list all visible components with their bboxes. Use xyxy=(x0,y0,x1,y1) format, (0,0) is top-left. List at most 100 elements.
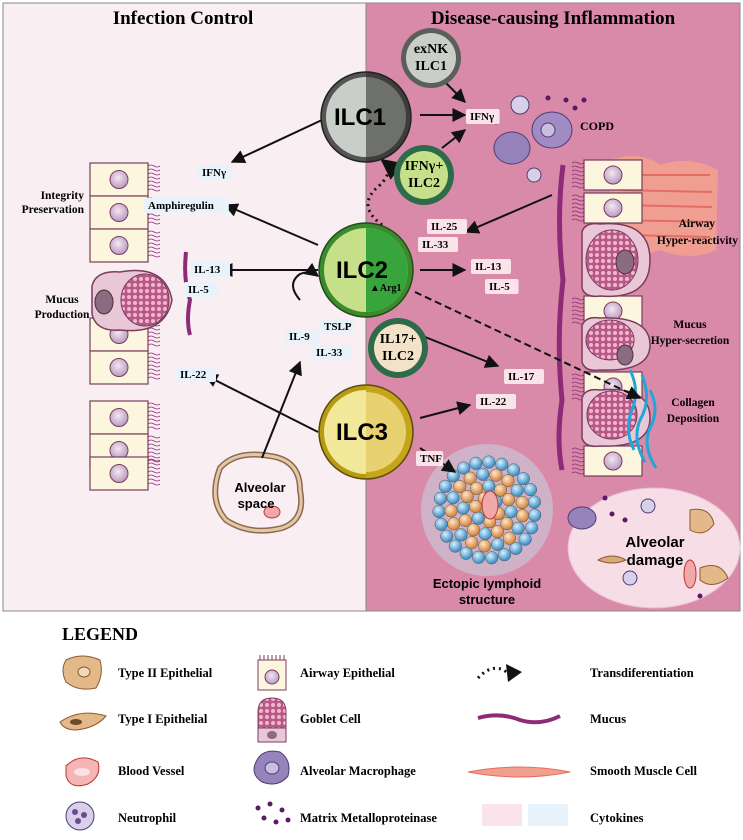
airway-epithelial-cell xyxy=(89,162,161,197)
cytokine-il25: IL-25 xyxy=(427,219,467,234)
arrow-ilc1-to-ifng xyxy=(230,119,323,164)
arrow-ilc2-autocrine xyxy=(292,262,320,301)
arg1-label: ▲Arg1 xyxy=(370,283,402,294)
airway-epithelial-cell xyxy=(571,445,643,477)
arrow-exnk-to-ifng xyxy=(444,81,466,103)
lymphocyte-icon xyxy=(494,483,508,497)
lymphocyte-icon xyxy=(444,504,458,518)
lymphocyte-icon xyxy=(463,471,477,485)
legend-label-transdifferentiation-arrow: Transdiferentiation xyxy=(590,666,694,680)
lymphocyte-icon xyxy=(485,551,499,565)
airway-epithelial-cell xyxy=(571,159,643,191)
legend-label-type-i-epithelial: Type I Epithelial xyxy=(118,712,208,726)
alveolar-damage-region xyxy=(567,487,741,609)
collagen-deposition-label-1: Collagen xyxy=(671,397,715,409)
lymphocyte-icon xyxy=(527,495,541,509)
integrity-label-2: Preservation xyxy=(22,204,85,216)
exnk-label-2: ILC1 xyxy=(415,59,447,74)
left-goblet-cell-icon xyxy=(91,269,173,332)
lymphocyte-icon xyxy=(523,483,537,497)
arrow-ilc2-transdifferentiation-to-ilc1 xyxy=(366,158,404,227)
alveolar-space-icon xyxy=(212,451,305,534)
airway-hyperreactivity-label-2: Hyper-reactivity xyxy=(657,235,738,247)
alveolar-space-label-2: space xyxy=(238,496,275,511)
arrow-ilc2-to-amphiregulin xyxy=(223,203,319,246)
il17-ilc2-label-2: ILC2 xyxy=(382,349,414,364)
lymphocyte-icon xyxy=(504,505,518,519)
lymphocyte-icon xyxy=(457,461,471,475)
alveolar-damage-label-2: damage xyxy=(627,552,684,569)
lymphocyte-icon xyxy=(478,527,492,541)
cytokine-right-ifng: IFNγ xyxy=(466,109,500,124)
alveolar-macrophage-icon xyxy=(253,750,290,785)
alveolar-damage-label-1: Alveolar xyxy=(625,534,684,551)
lymphocyte-icon xyxy=(495,457,509,471)
right-panel-title: Disease-causing Inflammation xyxy=(431,8,676,29)
lymphocyte-icon xyxy=(476,467,490,481)
airway-epithelial-cell xyxy=(89,400,161,435)
cytokine-right-il22: IL-22 xyxy=(476,394,516,409)
collagen-fibers xyxy=(627,369,658,469)
airway-epithelial-cell xyxy=(89,350,161,385)
pathway-arrows xyxy=(203,81,642,473)
arrow-ifng-ilc2-to-ifng xyxy=(441,129,467,149)
lymphocyte-icon xyxy=(448,539,462,553)
left-mucus-icon xyxy=(183,251,193,336)
svg-text:TSLP: TSLP xyxy=(324,321,352,333)
cytokine-tnf: TNF xyxy=(416,451,444,466)
svg-text:IL-33: IL-33 xyxy=(316,347,343,359)
svg-text:IFNγ: IFNγ xyxy=(202,167,226,179)
mucus-icon xyxy=(477,713,561,725)
lymphocyte-icon xyxy=(482,479,496,493)
cytokine-il17: IL-17 xyxy=(504,369,544,384)
infection-control-panel xyxy=(2,2,367,612)
arrow-ilc3-to-il22 xyxy=(203,374,319,433)
lymphocyte-icon xyxy=(456,501,470,515)
left-panel-title: Infection Control xyxy=(113,8,254,29)
svg-text:Amphiregulin: Amphiregulin xyxy=(148,200,214,212)
mucus-production-label-2: Production xyxy=(35,309,90,321)
airway-epithelial-cell xyxy=(89,228,161,263)
ilc3-label: ILC3 xyxy=(336,419,388,446)
lymphocyte-icon xyxy=(438,479,452,493)
ifng-ilc2-cell xyxy=(394,145,454,205)
legend-label-type-ii-epithelial: Type II Epithelial xyxy=(118,666,213,680)
arrow-ilc2-to-collagen xyxy=(414,291,642,399)
integrity-label-1: Integrity xyxy=(41,190,85,202)
cytokines-icon xyxy=(482,804,568,826)
lymphocyte-icon xyxy=(447,517,461,531)
cytokine-left-il22: IL-22 xyxy=(176,367,216,382)
cytokine-il9: IL-9 xyxy=(285,329,319,344)
lymphocyte-icon xyxy=(460,489,474,503)
lymphocyte-icon xyxy=(510,483,524,497)
legend-label-alveolar-macrophage: Alveolar Macrophage xyxy=(300,764,416,778)
right-mucus-icon xyxy=(556,164,566,471)
lymphocyte-icon xyxy=(434,517,448,531)
airway-hyperreactivity-label-1: Airway xyxy=(679,218,716,230)
airway-epithelial-cell xyxy=(571,192,643,224)
blood-vessel-icon xyxy=(65,757,100,787)
cytokine-tags: IFNγAmphiregulinIL-13IL-5IL-22TSLPIL-9IL… xyxy=(144,109,544,466)
goblet-cell-icon xyxy=(257,697,287,743)
svg-text:IL-9: IL-9 xyxy=(289,331,310,343)
svg-text:IL-25: IL-25 xyxy=(431,221,458,233)
mucus-production-label-1: Mucus xyxy=(45,294,79,306)
ilc3-cell xyxy=(318,384,414,480)
legend-label-neutrophil: Neutrophil xyxy=(118,811,177,825)
lymphocyte-icon xyxy=(453,479,467,493)
cytokine-amphiregulin: Amphiregulin xyxy=(144,198,229,213)
lymphocyte-icon xyxy=(433,491,447,505)
lymphocyte-icon xyxy=(500,517,514,531)
legend-label-matrix-metalloproteinase: Matrix Metalloproteinase xyxy=(300,811,437,825)
smooth-muscle-cell-icon xyxy=(467,766,571,778)
il17-ilc2-cell xyxy=(368,318,428,378)
lymphocyte-icon xyxy=(509,541,523,555)
lymphocyte-icon xyxy=(491,537,505,551)
lymphocyte-icon xyxy=(502,493,516,507)
svg-text:IL-13: IL-13 xyxy=(194,264,221,276)
lymphocyte-icon xyxy=(489,468,503,482)
svg-text:IFNγ: IFNγ xyxy=(470,111,494,123)
ilc1-cell xyxy=(320,71,412,163)
cytokine-left-il5: IL-5 xyxy=(184,282,218,297)
